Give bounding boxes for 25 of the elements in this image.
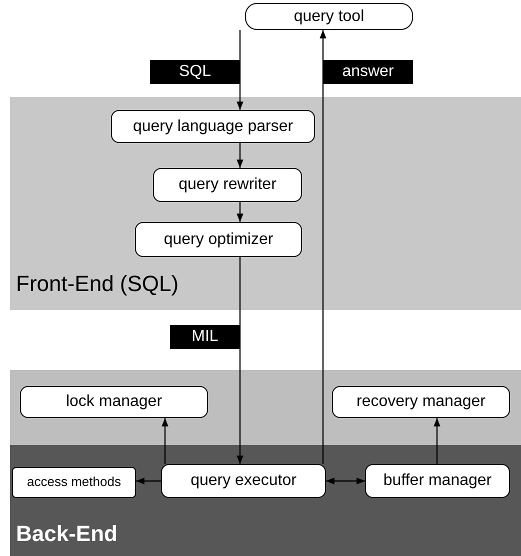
component-box: lock manager bbox=[20, 386, 208, 418]
component-box: query optimizer bbox=[135, 222, 302, 257]
edge-label: answer bbox=[323, 60, 413, 84]
layer-band bbox=[10, 97, 521, 310]
arrow bbox=[236, 143, 244, 168]
arrow bbox=[136, 478, 161, 484]
arrow bbox=[162, 418, 168, 464]
component-box: buffer manager bbox=[365, 464, 510, 498]
arrow bbox=[236, 202, 244, 222]
layer-title: Back-End bbox=[16, 520, 118, 548]
component-box: query executor bbox=[161, 464, 326, 498]
layer-band bbox=[10, 370, 521, 556]
arrow bbox=[326, 478, 365, 484]
component-box: access methods bbox=[12, 467, 136, 498]
arrow bbox=[236, 30, 244, 110]
component-box: query language parser bbox=[111, 110, 315, 143]
layer-title: Front-End (SQL) bbox=[16, 270, 179, 298]
arrow bbox=[320, 30, 326, 464]
edge-label: MIL bbox=[170, 325, 240, 349]
arrow bbox=[434, 418, 440, 464]
arrow bbox=[236, 257, 244, 464]
component-box: recovery manager bbox=[332, 386, 510, 418]
component-box: query rewriter bbox=[153, 168, 302, 202]
edge-label: SQL bbox=[150, 60, 240, 84]
component-box: query tool bbox=[245, 3, 413, 30]
